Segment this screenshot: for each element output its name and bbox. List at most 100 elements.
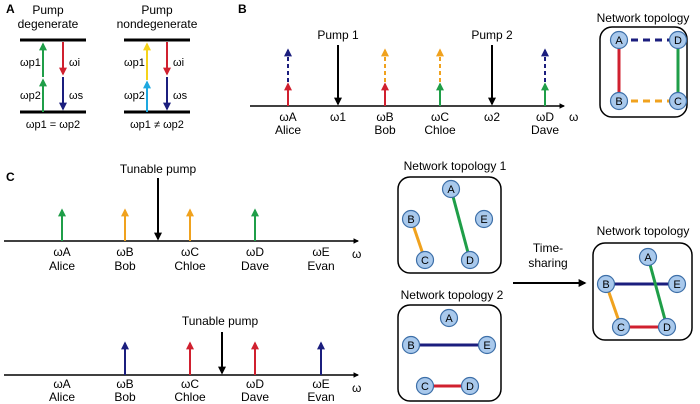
omega-2: ω2 — [484, 110, 500, 124]
name-bob-c-top: Bob — [114, 259, 136, 273]
omega-c-b: ωC — [431, 110, 449, 124]
panel-c: C ω Tunable pump ωA Alice ωB Bob ωC Chlo… — [4, 159, 693, 404]
name-chloe-b: Chloe — [424, 123, 456, 137]
node-c-t2 — [415, 376, 435, 396]
tunable-pump-label-top: Tunable pump — [120, 162, 197, 176]
label-wi-left: ωi — [69, 57, 80, 69]
node-d-t2 — [460, 376, 480, 396]
node-label-d-combined: D — [663, 322, 671, 334]
edge-a-d-combined — [646, 256, 669, 328]
name-alice-c-bottom: Alice — [49, 390, 75, 404]
node-label-c-b: C — [674, 96, 682, 108]
node-label-b-t2: B — [407, 340, 414, 352]
node-e-t2 — [477, 335, 497, 355]
node-label-d-t2: D — [466, 381, 474, 393]
omega-d-c-top: ωD — [246, 245, 264, 259]
topology-box-b — [599, 26, 688, 118]
edge-a-d-t1 — [449, 188, 472, 261]
nondegenerate-title-2: nondegenerate — [117, 17, 198, 31]
node-label-b-t1: B — [407, 214, 414, 226]
axis-omega-b: ω — [569, 110, 578, 124]
omega-b-c-top: ωB — [116, 245, 133, 259]
node-d-b — [668, 30, 688, 50]
name-chloe-c-top: Chloe — [174, 259, 206, 273]
omega-c-c-top: ωC — [181, 245, 199, 259]
omega-d-b: ωD — [536, 110, 554, 124]
node-label-c-t1: C — [421, 255, 429, 267]
omega-a-c-bottom: ωA — [53, 377, 70, 391]
degenerate-title-1: Pump — [32, 3, 64, 17]
name-alice-c-top: Alice — [49, 259, 75, 273]
nondegenerate-title-1: Pump — [141, 3, 173, 17]
name-bob-b: Bob — [374, 123, 396, 137]
node-label-a-t1: A — [447, 184, 455, 196]
node-label-d-b: D — [674, 35, 682, 47]
name-evan-c-bottom: Evan — [307, 390, 334, 404]
node-b-b — [609, 91, 629, 111]
name-alice-b: Alice — [275, 123, 301, 137]
tunable-pump-label-bottom: Tunable pump — [182, 314, 259, 328]
node-c-b — [668, 91, 688, 111]
label-ws-right: ωs — [173, 90, 188, 102]
name-dave-b: Dave — [531, 123, 559, 137]
combined-topology-box — [592, 242, 693, 341]
pump1-label: Pump 1 — [317, 28, 359, 42]
label-wp2-right: ωp2 — [124, 90, 145, 102]
panel-label-c: C — [6, 170, 15, 184]
panel-b: B ω Pump 1 Pump 2 ωA Alice ω1 ωB Bob ωC … — [238, 2, 689, 137]
name-evan-c-top: Evan — [307, 259, 334, 273]
label-wp1-left: ωp1 — [20, 57, 41, 69]
node-a-t2 — [439, 308, 459, 328]
time-sharing-label-1: Time- — [533, 241, 563, 255]
node-label-b-b: B — [615, 96, 622, 108]
pump2-label: Pump 2 — [471, 28, 513, 42]
node-label-c-combined: C — [617, 322, 625, 334]
topology-title-b: Network topology — [597, 11, 690, 25]
node-c-t1 — [415, 250, 435, 270]
label-wp1-right: ωp1 — [124, 57, 145, 69]
node-e-combined — [667, 274, 687, 294]
node-d-t1 — [460, 250, 480, 270]
name-dave-c-top: Dave — [241, 259, 269, 273]
node-label-a-t2: A — [445, 313, 453, 325]
panel-label-a: A — [6, 2, 15, 16]
omega-e-c-bottom: ωE — [312, 377, 329, 391]
label-wp2-left: ωp2 — [20, 90, 41, 102]
node-label-a-combined: A — [644, 252, 652, 264]
node-label-c-t2: C — [421, 381, 429, 393]
node-d-combined — [657, 317, 677, 337]
node-label-d-t1: D — [466, 255, 474, 267]
topology1-title: Network topology 1 — [404, 159, 507, 173]
omega-d-c-bottom: ωD — [246, 377, 264, 391]
nondegenerate-condition: ωp1 ≠ ωp2 — [130, 119, 184, 131]
name-bob-c-bottom: Bob — [114, 390, 136, 404]
panel-label-b: B — [238, 2, 247, 16]
omega-e-c-top: ωE — [312, 245, 329, 259]
node-label-b-combined: B — [602, 279, 609, 291]
omega-b-c-bottom: ωB — [116, 377, 133, 391]
omega-a-c-top: ωA — [53, 245, 70, 259]
omega-c-c-bottom: ωC — [181, 377, 199, 391]
label-wi-right: ωi — [173, 57, 184, 69]
node-b-t1 — [401, 209, 421, 229]
omega-a-b: ωA — [279, 110, 296, 124]
node-label-e-t1: E — [480, 214, 487, 226]
node-a-combined — [638, 247, 658, 267]
topology2-title: Network topology 2 — [401, 288, 504, 302]
axis-omega-c-bottom: ω — [352, 381, 361, 395]
omega-1: ω1 — [330, 110, 346, 124]
degenerate-title-2: degenerate — [18, 17, 79, 31]
topology2-box — [397, 304, 502, 402]
node-a-b — [609, 30, 629, 50]
node-label-e-t2: E — [483, 340, 490, 352]
node-b-t2 — [401, 335, 421, 355]
topology1-box — [397, 176, 502, 274]
node-label-e-combined: E — [673, 279, 680, 291]
label-ws-left: ωs — [69, 90, 84, 102]
axis-omega-c-top: ω — [352, 247, 361, 261]
name-chloe-c-bottom: Chloe — [174, 390, 206, 404]
node-c-combined — [611, 317, 631, 337]
node-a-t1 — [441, 179, 461, 199]
node-b-combined — [596, 274, 616, 294]
